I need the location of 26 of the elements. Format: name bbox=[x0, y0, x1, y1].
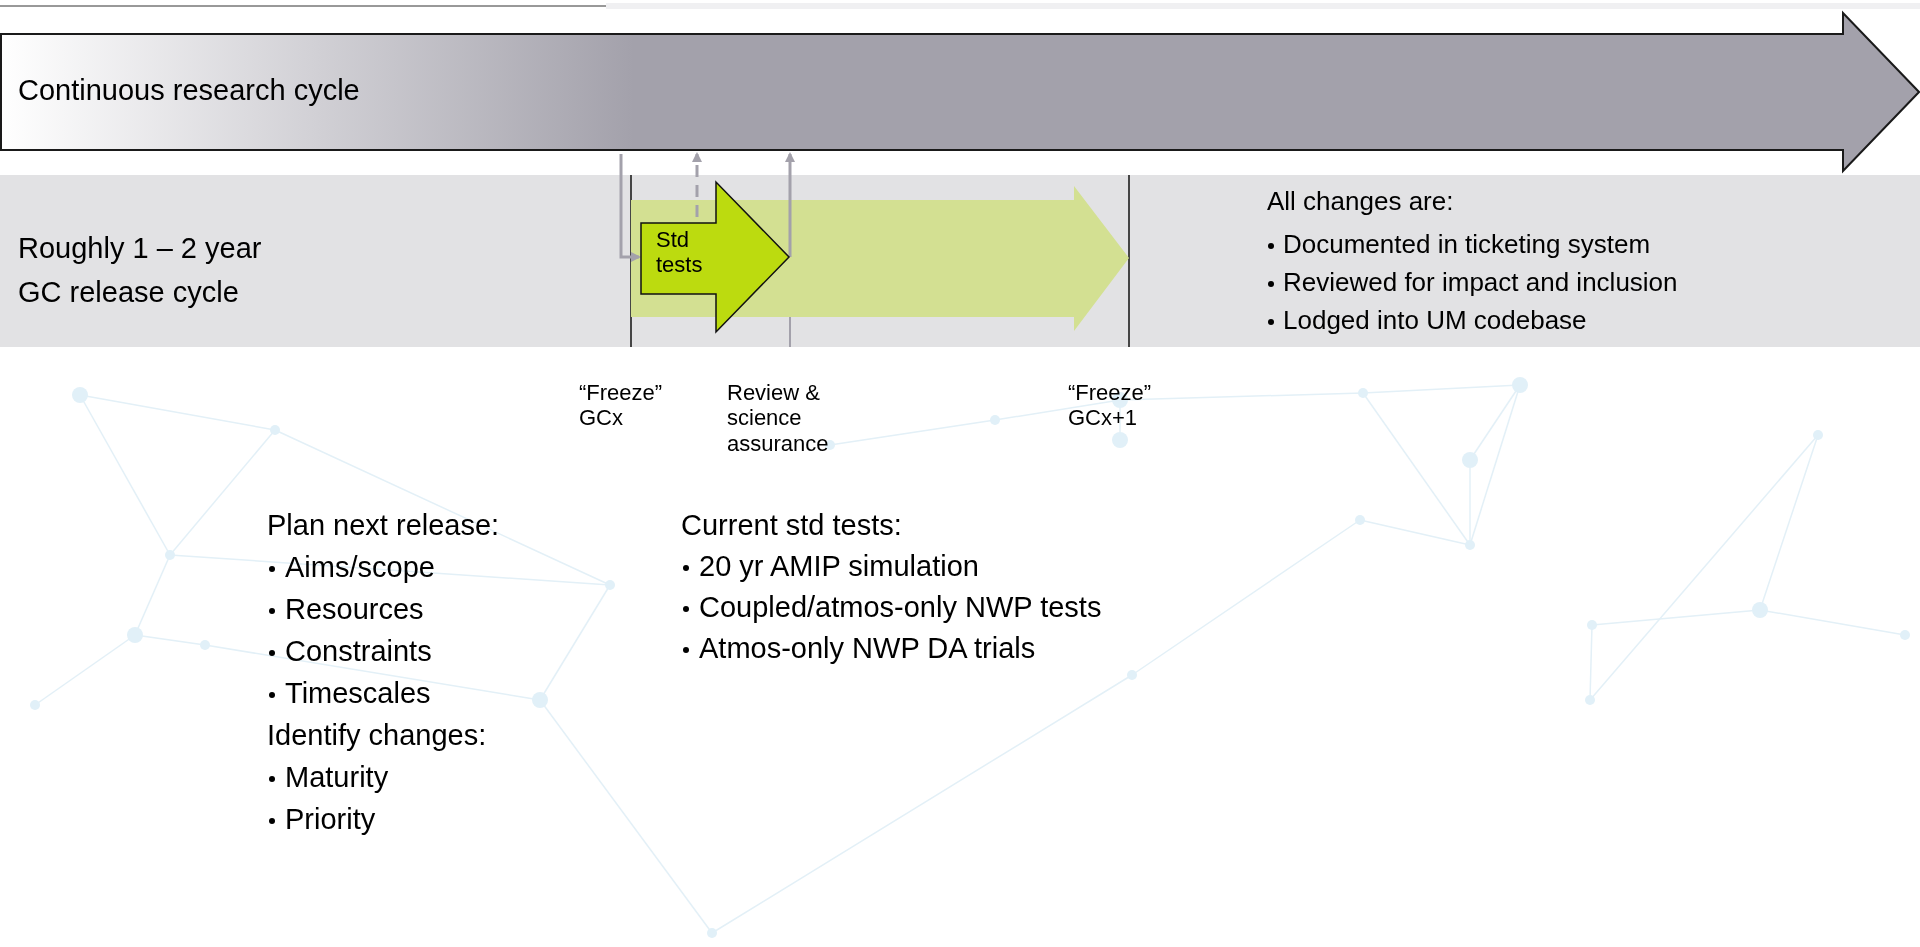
list-item: Atmos-only NWP DA trials bbox=[699, 632, 1036, 666]
list-item: Constraints bbox=[285, 635, 432, 669]
list-item: 20 yr AMIP simulation bbox=[699, 550, 979, 584]
arrow bbox=[692, 152, 702, 217]
list-item: Timescales bbox=[285, 677, 431, 711]
milestone-label: Review & science assurance bbox=[727, 380, 830, 456]
list-item: Lodged into UM codebase bbox=[1283, 306, 1587, 336]
list-heading: All changes are: bbox=[1267, 187, 1454, 217]
arrow-label: Std tests bbox=[656, 227, 704, 278]
list-item: Maturity bbox=[285, 761, 389, 795]
arrow bbox=[785, 152, 795, 257]
timeline-band bbox=[0, 175, 1920, 347]
list-item: Aims/scope bbox=[285, 551, 435, 585]
list-heading: Identify changes: bbox=[267, 719, 487, 753]
milestone-label: “Freeze” GCx bbox=[579, 380, 664, 431]
milestone-label: “Freeze” GCx+1 bbox=[1068, 380, 1153, 431]
list-item: Resources bbox=[285, 593, 424, 627]
list-item: Priority bbox=[285, 803, 376, 837]
list-heading: Current std tests: bbox=[681, 509, 902, 543]
list-item: Documented in ticketing system bbox=[1283, 230, 1651, 260]
arrow bbox=[619, 154, 641, 262]
list-heading: Plan next release: bbox=[267, 509, 500, 543]
list-item: Coupled/atmos-only NWP tests bbox=[699, 591, 1102, 625]
banner-text: Continuous research cycle bbox=[18, 74, 360, 108]
band-title: Roughly 1 – 2 year GC release cycle bbox=[18, 231, 263, 310]
list-item: Reviewed for impact and inclusion bbox=[1283, 268, 1678, 298]
